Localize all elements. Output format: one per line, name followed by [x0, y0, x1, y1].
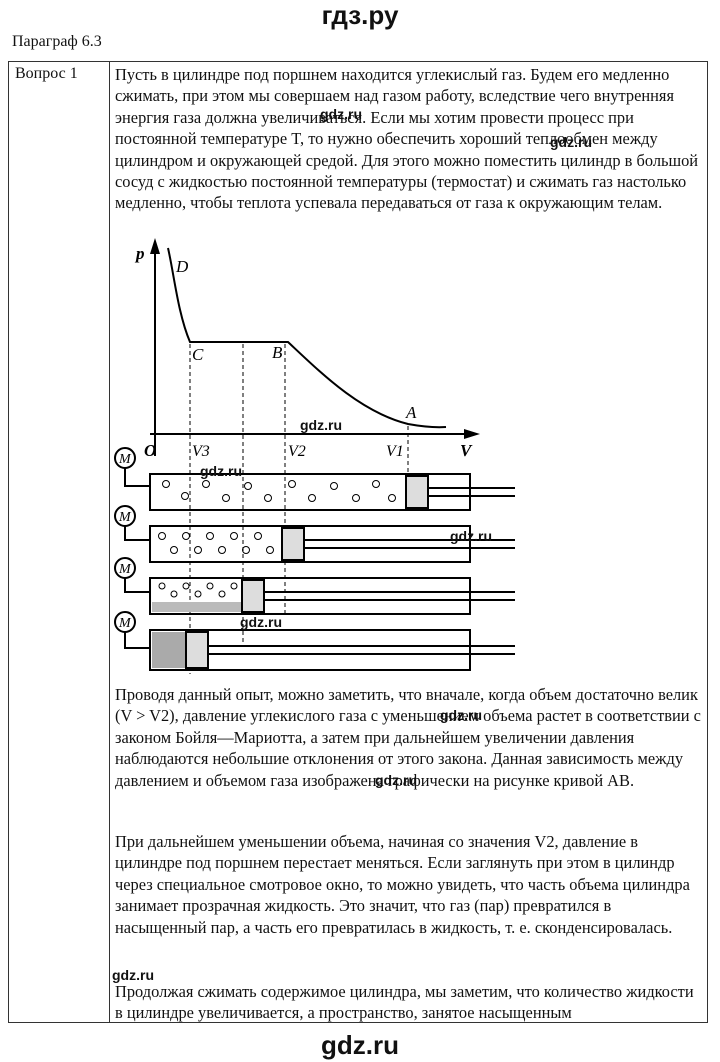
watermark: gdz.ru [375, 772, 417, 788]
pv-diagram-figure: p V O D C B A V3 V2 V1 [114, 238, 515, 674]
watermark: gdz.ru [300, 417, 342, 433]
svg-text:M: M [118, 452, 132, 467]
svg-text:M: M [118, 616, 132, 631]
svg-text:M: M [118, 562, 132, 577]
axis-label-v: V [460, 441, 473, 460]
p-axis-arrow [150, 238, 160, 254]
cylinder-2: M [114, 505, 515, 563]
point-label-a: A [405, 403, 417, 422]
watermark: gdz.ru [240, 614, 282, 630]
answer-paragraph-4: Продолжая сжимать содержимое цилиндра, м… [115, 982, 694, 1022]
site-footer: gdz.ru [321, 1030, 399, 1060]
point-label-c: C [192, 345, 204, 364]
tick-label-v2: V2 [288, 443, 306, 460]
watermark: gdz.ru [320, 106, 362, 122]
answer-paragraph-3: При дальнейшем уменьшении объема, начина… [115, 832, 690, 937]
origin-label: O [144, 441, 156, 460]
watermark: gdz.ru [200, 463, 242, 479]
svg-text:M: M [118, 510, 132, 525]
cylinder-3: M [114, 557, 515, 615]
answer-cell: Пусть в цилиндре под поршнем находится у… [109, 61, 708, 1023]
cylinder-1: M [114, 447, 515, 511]
point-label-b: B [272, 343, 283, 362]
watermark: gdz.ru [550, 134, 592, 150]
answer-paragraph-1: Пусть в цилиндре под поршнем находится у… [115, 65, 699, 213]
isotherm-curve [167, 247, 447, 429]
tick-label-v3: V3 [192, 443, 210, 460]
tick-label-v1: V1 [386, 443, 404, 460]
answer-paragraph-2: Проводя данный опыт, можно заметить, что… [115, 685, 701, 790]
question-number: Вопрос 1 [8, 61, 110, 1023]
watermark: gdz.ru [112, 967, 154, 983]
question-table: Вопрос 1 Пусть в цилиндре под поршнем на… [8, 61, 708, 1023]
site-header: гдз.ру [321, 0, 399, 30]
cylinder-4: M [114, 611, 515, 671]
watermark: gdz.ru [450, 528, 492, 544]
answer-content: Пусть в цилиндре под поршнем находится у… [110, 62, 707, 1022]
v-axis-arrow [464, 429, 480, 439]
watermark: gdz.ru [440, 707, 482, 723]
point-label-d: D [175, 257, 189, 276]
paragraph-label: Параграф 6.3 [12, 33, 102, 50]
axis-label-p: p [134, 244, 145, 263]
